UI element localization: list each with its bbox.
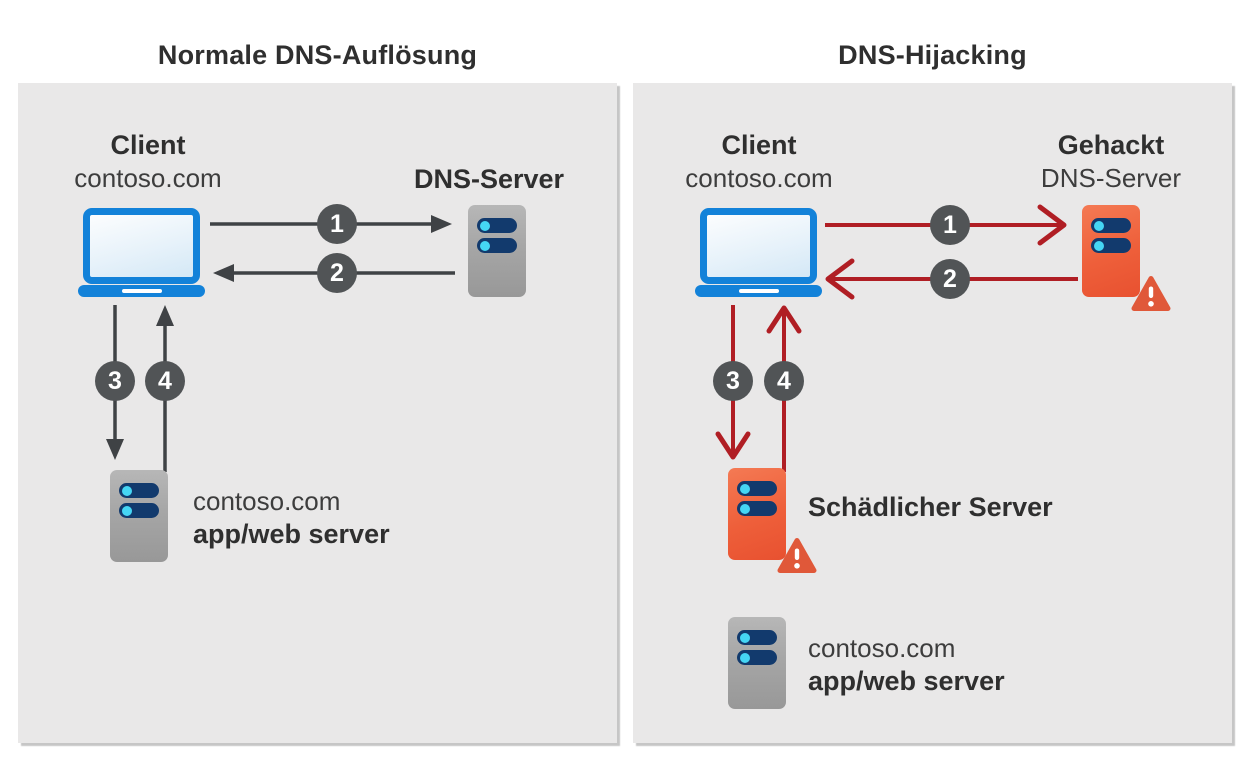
dns-server-label: DNS-Server [413, 164, 565, 194]
server-slot [477, 238, 517, 253]
client-laptop-icon [78, 208, 205, 297]
step-badge-4: 4 [764, 361, 804, 401]
laptop-base [695, 285, 822, 297]
left-panel-title: Normale DNS-Auflösung [157, 40, 478, 70]
slot-led [740, 632, 750, 643]
server-slot [477, 218, 517, 233]
web-server-icon [110, 470, 168, 562]
laptop-screen [83, 208, 200, 284]
client-laptop-icon [695, 208, 822, 297]
step-badge-3: 3 [95, 361, 135, 401]
client-domain: contoso.com [685, 163, 833, 193]
server-slot [1091, 218, 1131, 233]
step-badge-2: 2 [930, 259, 970, 299]
panel-dns-hijacking: Client contoso.com Gehackt DNS-Server 1 … [633, 83, 1232, 743]
server-slot [737, 501, 777, 516]
right-panel-title: DNS-Hijacking [838, 40, 1027, 70]
client-label: Client contoso.com [48, 129, 248, 195]
server-slot [737, 481, 777, 496]
web-server-icon [728, 617, 786, 709]
server-slot [737, 650, 777, 665]
malicious-server-label: Schädlicher Server [808, 492, 1053, 522]
laptop-base [78, 285, 205, 297]
slot-led [122, 485, 132, 496]
warning-triangle-icon [777, 538, 817, 573]
hacked-word: Gehackt [1057, 130, 1165, 160]
laptop-notch [738, 289, 779, 293]
dns-server-word: DNS-Server [1040, 163, 1182, 193]
web-server-domain: contoso.com [193, 486, 341, 516]
server-slot [119, 503, 159, 518]
slot-led [1094, 220, 1104, 231]
web-server-label: contoso.com app/web server [193, 485, 390, 551]
hacked-dns-server-label: Gehackt DNS-Server [1011, 129, 1211, 195]
hacked-dns-server-icon [1082, 205, 1140, 297]
step-badge-1: 1 [930, 205, 970, 245]
client-name: Client [721, 130, 797, 160]
laptop-screen [700, 208, 817, 284]
client-name: Client [110, 130, 186, 160]
step-badge-2: 2 [317, 253, 357, 293]
web-server-role: app/web server [808, 666, 1005, 696]
web-server-domain: contoso.com [808, 633, 956, 663]
web-server-role: app/web server [193, 519, 390, 549]
client-domain: contoso.com [74, 163, 222, 193]
step-badge-1: 1 [317, 204, 357, 244]
server-slot [119, 483, 159, 498]
laptop-notch [121, 289, 162, 293]
step-badge-4: 4 [145, 361, 185, 401]
client-label: Client contoso.com [659, 129, 859, 195]
warning-triangle-icon [1131, 276, 1171, 311]
web-server-label: contoso.com app/web server [808, 632, 1005, 698]
slot-led [740, 652, 750, 663]
server-slot [1091, 238, 1131, 253]
slot-led [740, 483, 750, 494]
slot-led [480, 220, 490, 231]
step-badge-3: 3 [713, 361, 753, 401]
slot-led [122, 505, 132, 516]
slot-led [740, 503, 750, 514]
panel-normal-dns-resolution: Client contoso.com DNS-Server 1 2 3 4 co… [18, 83, 617, 743]
dns-server-icon [468, 205, 526, 297]
malicious-server-icon [728, 468, 786, 560]
server-slot [737, 630, 777, 645]
slot-led [1094, 240, 1104, 251]
slot-led [480, 240, 490, 251]
